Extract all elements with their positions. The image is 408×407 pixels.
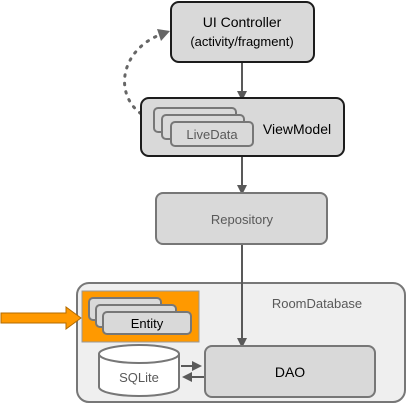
sqlite-database-icon: SQLite — [98, 344, 180, 397]
sqlite-label: SQLite — [119, 370, 159, 385]
ui-controller-title: UI Controller — [203, 14, 282, 30]
livedata-label: LiveData — [186, 127, 238, 142]
ui-controller-subtitle: (activity/fragment) — [190, 34, 293, 49]
highlight-pointer-arrow — [0, 306, 82, 330]
observe-dotted-arrow — [123, 32, 164, 120]
dao-label: DAO — [275, 364, 305, 380]
observe-arrowhead-icon — [157, 29, 170, 41]
dao-node: DAO — [204, 345, 376, 398]
livedata-stack: LiveData — [153, 107, 254, 147]
repository-label: Repository — [211, 212, 274, 227]
repository-node: Repository — [155, 192, 328, 245]
viewmodel-label: ViewModel — [263, 121, 331, 137]
room-database-label: RoomDatabase — [272, 296, 362, 311]
entity-highlight: Entity — [81, 290, 200, 343]
entity-label: Entity — [131, 316, 164, 331]
ui-controller-node: UI Controller (activity/fragment) — [170, 1, 315, 63]
